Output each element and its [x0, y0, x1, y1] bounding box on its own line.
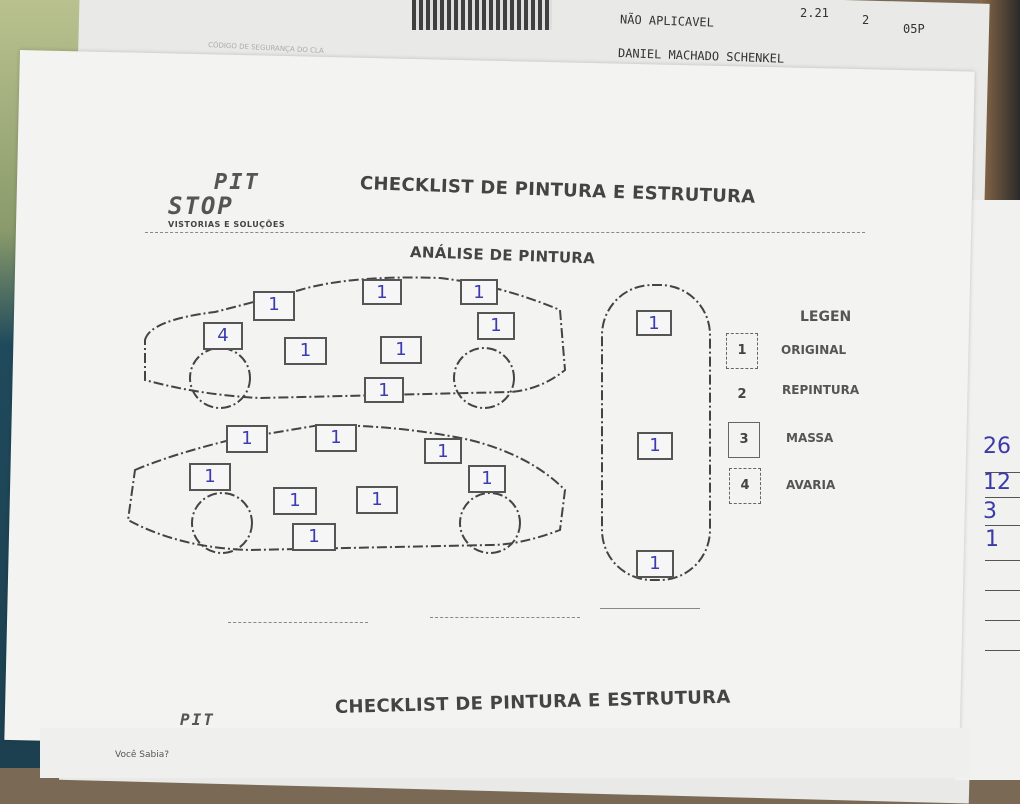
bottom-document — [40, 728, 970, 778]
legend-label: AVARIA — [786, 478, 836, 492]
paint-mark-box[interactable]: 1 — [424, 438, 462, 464]
legend-label: REPINTURA — [782, 383, 860, 397]
legend-title: LEGEN — [800, 309, 852, 325]
handwritten-number: 12 — [983, 470, 1011, 495]
car-top-view-outline — [601, 284, 711, 581]
lotacao-value: 05P — [903, 22, 925, 36]
paint-mark-box[interactable]: 1 — [284, 337, 327, 365]
paint-mark-box[interactable]: 1 — [356, 486, 398, 514]
legend-label: MASSA — [786, 431, 834, 445]
paint-mark-box[interactable]: 1 — [292, 523, 336, 551]
voce-sabia-label: Você Sabia? — [115, 750, 170, 760]
paint-mark-box[interactable]: 1 — [637, 432, 673, 460]
wheel — [453, 347, 515, 409]
legend-number: 2 — [737, 387, 747, 402]
paint-mark-box[interactable]: 1 — [636, 310, 672, 336]
handwritten-number: 26 — [983, 434, 1011, 459]
legend-number: 4 — [729, 468, 761, 504]
paint-mark-box[interactable]: 1 — [273, 487, 317, 515]
paint-mark-box[interactable]: 1 — [460, 279, 498, 305]
logo-stop: STOP — [168, 192, 234, 220]
qr-code — [412, 0, 552, 30]
back-value-top: 2.21 — [800, 6, 829, 20]
paint-mark-box[interactable]: 1 — [636, 550, 674, 578]
eixos-value: 2 — [862, 13, 870, 27]
handwritten-number: 3 — [983, 499, 997, 524]
legend-label: ORIGINAL — [781, 343, 847, 357]
paint-mark-box[interactable]: 1 — [468, 465, 506, 493]
logo-tagline: VISTORIAS E SOLUÇÕES — [168, 220, 286, 229]
paint-mark-box[interactable]: 1 — [226, 425, 268, 453]
next-sheet-logo-fragment: PIT — [180, 710, 215, 729]
wheel — [189, 347, 251, 409]
wheel — [459, 492, 521, 554]
paint-mark-box[interactable]: 1 — [380, 336, 422, 364]
car-diagrams — [126, 276, 711, 581]
paint-mark-box[interactable]: 4 — [203, 322, 243, 350]
legend-number: 1 — [726, 333, 758, 369]
legend-number: 3 — [728, 422, 760, 458]
paint-mark-box[interactable]: 1 — [189, 463, 231, 491]
logo-pit: PIT — [214, 170, 260, 195]
paint-mark-box[interactable]: 1 — [364, 377, 404, 403]
paint-mark-box[interactable]: 1 — [315, 424, 357, 452]
paint-mark-box[interactable]: 1 — [253, 291, 295, 321]
paint-mark-box[interactable]: 1 — [362, 279, 402, 305]
paint-mark-box[interactable]: 1 — [477, 312, 515, 340]
wheel — [191, 492, 253, 554]
handwritten-number: 1 — [985, 527, 999, 552]
